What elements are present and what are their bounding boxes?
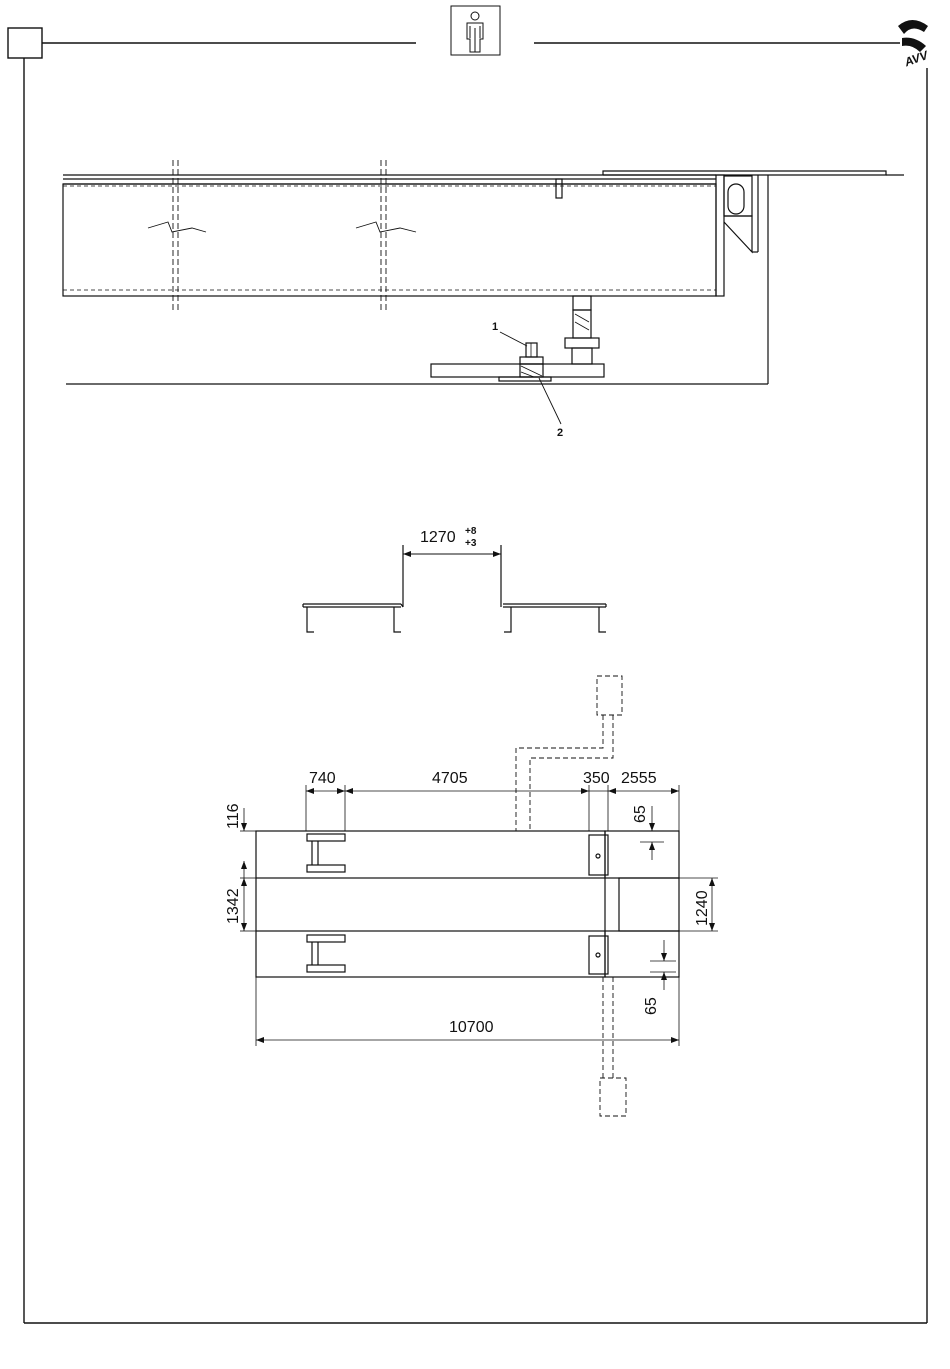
operator-icon [451,6,500,55]
plan-dim-1342: 1342 [225,888,242,924]
callout-2: 2 [557,427,563,439]
plan-dim-4705: 4705 [432,770,468,787]
page-frame [8,28,927,1323]
plan-dim-350: 350 [583,770,610,787]
plan-dim-65-top: 65 [632,805,649,823]
plan-dim-116: 116 [225,803,242,829]
section-tol-minus: +3 [465,538,477,549]
plan-dim-10700: 10700 [449,1019,494,1036]
brand-logo-icon: AVV [898,20,931,70]
section-dim-1270: 1270 [420,529,456,546]
section-tol-plus: +8 [465,526,477,537]
plan-dim-2555: 2555 [621,770,657,787]
plan-dim-65-bottom: 65 [643,997,660,1015]
beam-elevation-detail [63,160,904,424]
plan-dim-1240: 1240 [694,890,711,926]
plan-view-detail [240,676,718,1116]
cross-section-detail [303,545,606,632]
svg-text:AVV: AVV [902,48,931,70]
plan-dim-740: 740 [309,770,336,787]
callout-1: 1 [492,321,498,333]
